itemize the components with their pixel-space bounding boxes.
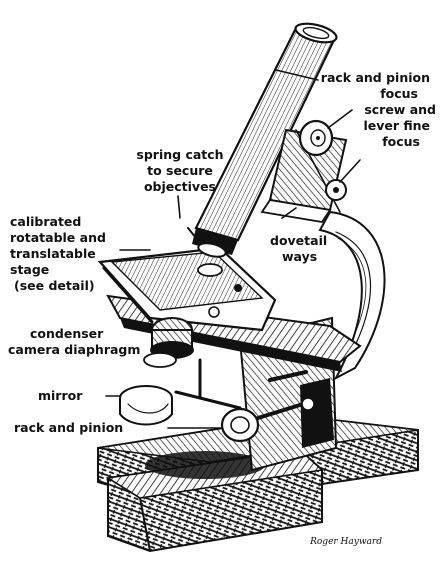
leader-lines	[105, 109, 361, 429]
fine-focus-lever-knob	[325, 179, 347, 201]
rack-and-pinion-knob	[220, 403, 302, 443]
label-line: translatable	[10, 246, 96, 261]
label-line: dovetail	[270, 233, 327, 248]
label-line: spring catch	[136, 147, 223, 162]
label-line: screw and	[364, 102, 436, 117]
label-dovetail: dovetail ways	[270, 233, 327, 264]
label-stage: calibrated rotatable and translatable st…	[10, 214, 106, 293]
label-line: rack and pinion	[321, 70, 430, 85]
label-line: condenser	[30, 326, 104, 341]
label-mirror: mirror	[38, 388, 83, 403]
label-rack-pinion-focus: rack and pinion focus screw and lever fi…	[321, 70, 436, 149]
label-line: (see detail)	[14, 278, 95, 293]
label-line: ways	[282, 249, 317, 264]
mirror	[119, 358, 242, 426]
focus-screw-knob	[298, 119, 334, 157]
label-line: objectives	[144, 179, 216, 194]
wooden-base	[97, 414, 419, 553]
artist-signature: Roger Hayward	[309, 537, 382, 547]
label-line: to secure	[147, 163, 213, 178]
limb-arm	[318, 210, 386, 381]
label-spring-catch: spring catch to secure objectives	[136, 147, 223, 194]
label-line: calibrated	[10, 214, 81, 229]
label-line: stage	[10, 262, 49, 277]
label-line: focus	[382, 134, 420, 149]
rotatable-stage	[97, 246, 277, 332]
label-condenser: condenser camera diaphragm	[8, 326, 140, 357]
label-rack-and-pinion: rack and pinion	[14, 420, 123, 435]
label-line: camera diaphragm	[8, 342, 140, 357]
label-line: lever fine	[363, 118, 430, 133]
label-line: rotatable and	[10, 230, 106, 245]
body-tube	[187, 22, 338, 258]
label-line: focus	[380, 86, 418, 101]
condenser	[143, 317, 194, 368]
